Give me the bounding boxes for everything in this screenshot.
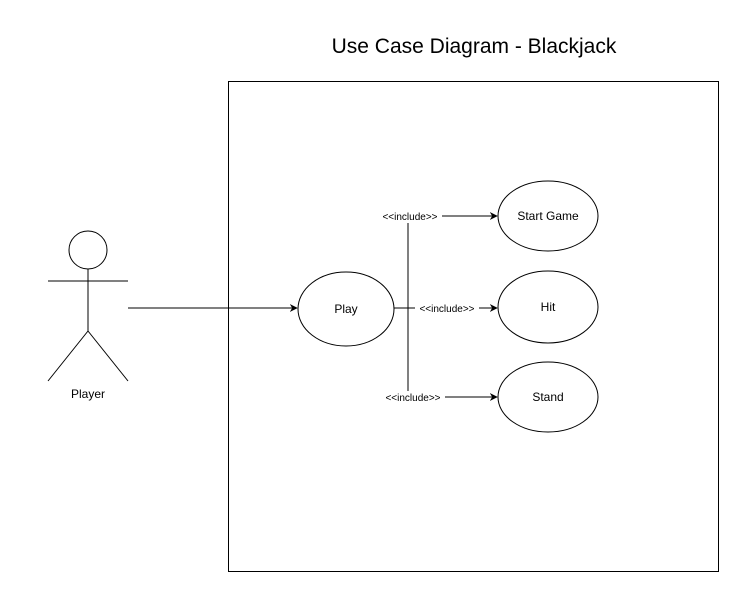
use-case-stand-ellipse xyxy=(497,361,599,433)
use-case-start-game[interactable]: Start Game xyxy=(497,180,599,252)
actor-player[interactable]: Player xyxy=(47,230,129,401)
actor-head xyxy=(68,230,108,270)
use-case-hit-label: Hit xyxy=(541,300,556,314)
use-case-hit-ellipse xyxy=(497,270,599,344)
include-label-bg-hit xyxy=(415,302,479,315)
use-case-stand-label: Stand xyxy=(532,390,563,404)
use-case-play-ellipse xyxy=(297,271,395,347)
include-label-hit: <<include>> xyxy=(419,304,474,315)
use-case-start-game-ellipse xyxy=(497,180,599,252)
actor-left-leg xyxy=(47,330,89,382)
include-label-stand: <<include>> xyxy=(385,393,440,404)
include-label-bg-start xyxy=(378,210,442,223)
system-boundary xyxy=(228,81,719,572)
include-label-start-game: <<include>> xyxy=(382,212,437,223)
actor-right-leg xyxy=(87,330,129,382)
use-case-hit[interactable]: Hit xyxy=(497,270,599,344)
use-case-start-game-label: Start Game xyxy=(517,209,579,223)
use-case-play-label: Play xyxy=(334,302,357,316)
use-case-stand[interactable]: Stand xyxy=(497,361,599,433)
actor-label: Player xyxy=(71,387,105,401)
include-label-bg-stand xyxy=(381,391,445,404)
use-case-play[interactable]: Play xyxy=(297,271,395,347)
diagram-title: Use Case Diagram - Blackjack xyxy=(332,35,617,58)
